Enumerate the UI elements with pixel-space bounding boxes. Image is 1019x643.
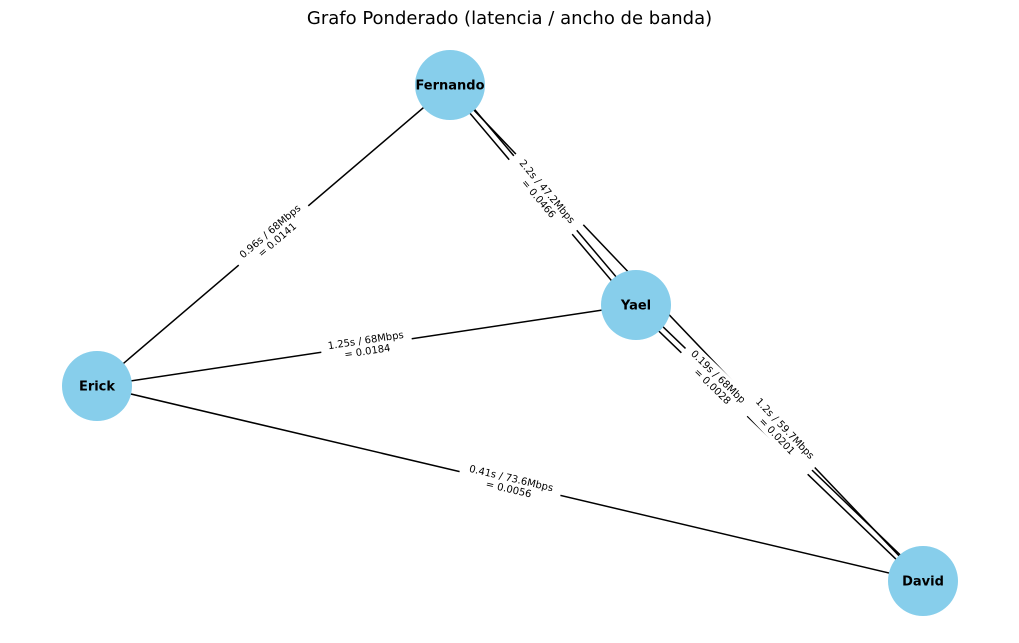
node-erick: Erick bbox=[62, 351, 132, 421]
edge-label-background bbox=[738, 387, 825, 477]
node-circle-fernando bbox=[415, 50, 485, 120]
node-circle-erick bbox=[62, 351, 132, 421]
edges-layer bbox=[96, 82, 926, 584]
node-circle-david bbox=[888, 546, 958, 616]
edge-label-background bbox=[230, 195, 317, 276]
edge-label-background bbox=[319, 325, 414, 366]
edge-label-erick-david: 0.41s / 73.6Mbps= 0.0056 bbox=[456, 458, 564, 509]
edge-label-background bbox=[501, 149, 585, 241]
node-label-david: David bbox=[902, 575, 944, 590]
edge-label-background bbox=[456, 458, 564, 509]
chart-title: Grafo Ponderado (latencia / ancho de ban… bbox=[306, 8, 713, 29]
node-fernando: Fernando bbox=[415, 50, 485, 120]
node-label-yael: Yael bbox=[620, 299, 651, 314]
edge-label-fernando-yael: 2.2s / 47.2Mbps= 0.0466 bbox=[501, 149, 585, 241]
node-label-fernando: Fernando bbox=[415, 79, 484, 94]
node-yael: Yael bbox=[601, 270, 671, 340]
edge-label-erick-yael: 1.25s / 68Mbps= 0.0184 bbox=[319, 325, 414, 366]
node-label-erick: Erick bbox=[79, 380, 115, 395]
node-circle-yael bbox=[601, 270, 671, 340]
edge-label-erick-fernando: 0.96s / 68Mbps= 0.0141 bbox=[230, 195, 317, 276]
node-david: David bbox=[888, 546, 958, 616]
edge-labels-layer: 0.96s / 68Mbps= 0.0141 2.2s / 47.2Mbps= 0… bbox=[230, 149, 825, 509]
edge-label-fernando-david: 1.2s / 59.7Mbps= 0.0201 bbox=[738, 387, 825, 477]
edge-label-background bbox=[674, 341, 759, 424]
